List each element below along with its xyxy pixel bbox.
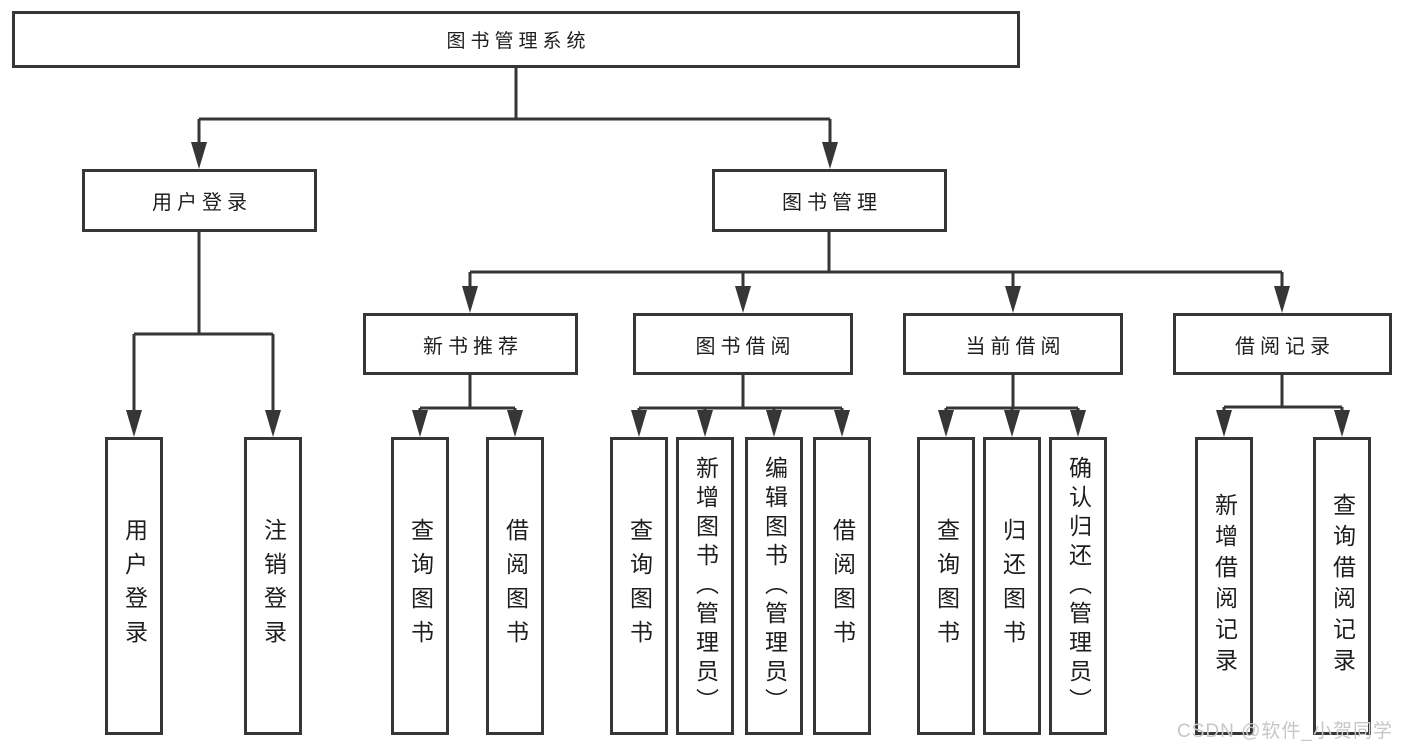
arrowheads — [126, 142, 1350, 437]
leaf-query-books-current: 查询图书 — [917, 437, 975, 735]
node-current-borrow: 当前借阅 — [903, 313, 1123, 375]
leaf-add-borrow-record: 新增借阅记录 — [1195, 437, 1253, 735]
node-label: 确认归还（管理员） — [1065, 455, 1092, 717]
leaf-query-books-borrow: 查询图书 — [610, 437, 668, 735]
node-label: 用户登录 — [152, 192, 252, 214]
node-label: 编辑图书（管理员） — [761, 455, 788, 717]
node-label: 归还图书 — [999, 518, 1026, 654]
node-borrow-records: 借阅记录 — [1173, 313, 1392, 375]
leaf-user-login: 用户登录 — [105, 437, 163, 735]
node-new-book-recommend: 新书推荐 — [363, 313, 578, 375]
leaf-borrow-books: 借阅图书 — [813, 437, 871, 735]
node-library-management-system: 图书管理系统 — [12, 11, 1020, 68]
node-label: 新书推荐 — [423, 335, 523, 358]
leaf-edit-books-admin: 编辑图书（管理员） — [745, 437, 803, 735]
node-label: 新增图书（管理员） — [692, 455, 719, 717]
node-book-borrow: 图书借阅 — [633, 313, 853, 375]
node-label: 图书管理 — [782, 192, 882, 214]
leaf-confirm-return-admin: 确认归还（管理员） — [1049, 437, 1107, 735]
node-label: 查询图书 — [626, 518, 653, 654]
node-label: 当前借阅 — [965, 335, 1066, 358]
node-label: 用户登录 — [121, 518, 148, 654]
leaf-query-books-recommend: 查询图书 — [391, 437, 449, 735]
node-label: 新增借阅记录 — [1211, 493, 1238, 679]
leaf-borrow-books-recommend: 借阅图书 — [486, 437, 544, 735]
node-label: 查询图书 — [933, 518, 960, 654]
leaf-return-books: 归还图书 — [983, 437, 1041, 735]
node-label: 图书管理系统 — [446, 31, 591, 52]
node-label: 查询图书 — [407, 518, 434, 654]
leaf-add-books-admin: 新增图书（管理员） — [676, 437, 734, 735]
node-book-management: 图书管理 — [712, 169, 947, 232]
node-label: 图书借阅 — [695, 335, 796, 358]
node-label: 借阅记录 — [1235, 335, 1335, 358]
node-user-login: 用户登录 — [82, 169, 317, 232]
node-label: 借阅图书 — [502, 518, 529, 654]
leaf-query-borrow-record: 查询借阅记录 — [1313, 437, 1371, 735]
node-label: 借阅图书 — [829, 518, 856, 654]
csdn-watermark: CSDN @软件_小贺同学 — [1177, 721, 1393, 742]
node-label: 注销登录 — [260, 518, 287, 654]
node-label: 查询借阅记录 — [1329, 493, 1356, 679]
leaf-logout: 注销登录 — [244, 437, 302, 735]
